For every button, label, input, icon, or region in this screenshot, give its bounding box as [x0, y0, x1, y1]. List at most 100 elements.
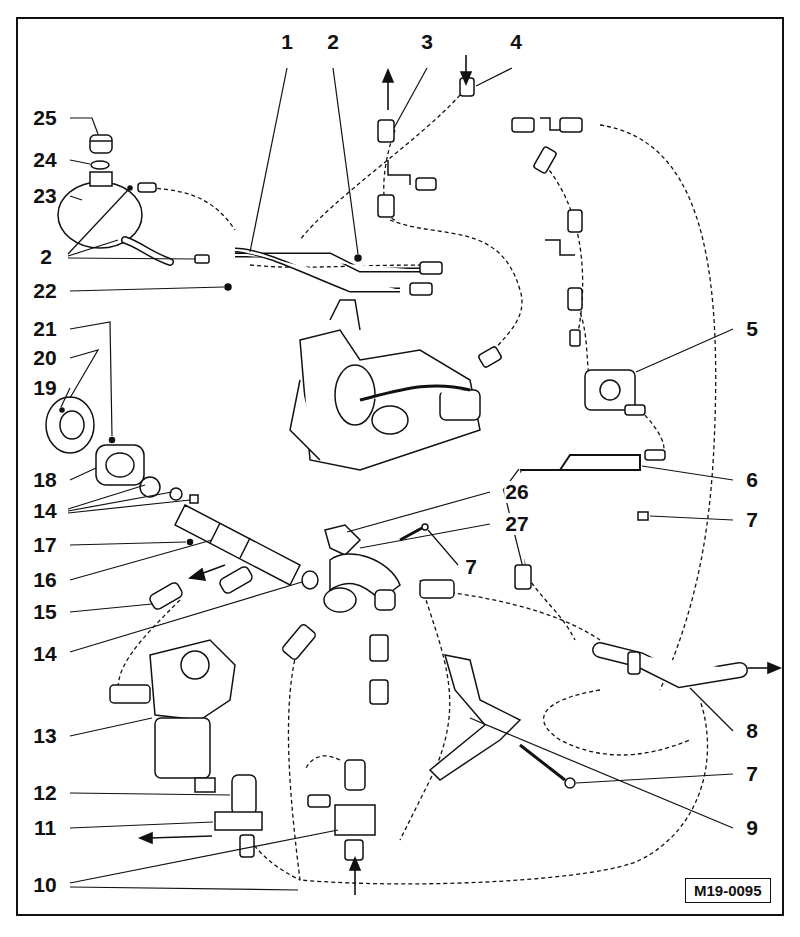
illustration-line [520, 745, 565, 780]
callout-number: 18 [32, 469, 57, 491]
illustration-rect [568, 210, 582, 232]
illustration-line [748, 667, 770, 669]
illustration-path [250, 265, 430, 267]
illustration-rect [155, 718, 210, 778]
illustration-path [544, 690, 690, 755]
illustration-path [394, 68, 427, 128]
illustration-path [360, 386, 470, 400]
illustration-circle [188, 540, 193, 545]
callout-number: 11 [33, 817, 57, 839]
illustration-path [61, 388, 70, 407]
illustration-ellipse [302, 571, 318, 589]
illustration-path [68, 258, 196, 259]
illustration-path [545, 240, 575, 255]
illustration-path [70, 718, 152, 736]
illustration-rect [570, 330, 580, 346]
illustration-rect [90, 172, 112, 186]
illustration-line [240, 538, 250, 558]
callout-number: 10 [32, 874, 57, 896]
illustration-path [642, 466, 733, 480]
illustration-path [70, 540, 212, 580]
illustration-line [354, 868, 356, 895]
illustration-path [190, 569, 205, 580]
callout-number: 7 [464, 556, 478, 578]
illustration-path [70, 196, 82, 200]
illustration-path [150, 640, 235, 720]
illustration-circle [128, 186, 132, 190]
illustration-rect [420, 262, 442, 274]
illustration-rect [533, 146, 557, 174]
leader-lines [61, 68, 733, 890]
illustration-rect [585, 370, 635, 410]
illustration-path [335, 805, 375, 835]
illustration-rect [370, 635, 388, 661]
illustration-path [250, 68, 287, 252]
illustration-path [305, 756, 340, 770]
illustration-path [70, 604, 152, 612]
callout-number: 9 [745, 817, 759, 839]
illustration-path [70, 822, 213, 828]
illustration-ellipse [106, 453, 134, 477]
callout-number: 5 [745, 318, 759, 340]
callout-number: 12 [32, 782, 57, 804]
illustration-path [70, 830, 338, 883]
illustration-rect [410, 283, 432, 295]
diagram-frame [17, 18, 783, 915]
illustration-path [636, 329, 733, 372]
illustration-rect [281, 623, 317, 661]
illustration-path [388, 160, 410, 185]
callout-number: 16 [32, 569, 57, 591]
illustration-path [215, 812, 262, 830]
callout-number: 25 [32, 107, 57, 129]
illustration-path [768, 663, 780, 673]
callout-number: 6 [745, 469, 759, 491]
illustration-line [150, 836, 212, 838]
callout-number: 20 [32, 347, 57, 369]
illustration-path [150, 188, 235, 230]
illustration-path [390, 220, 522, 355]
callout-number: 15 [32, 601, 57, 623]
illustration-path [476, 68, 512, 86]
illustration-rect [148, 581, 184, 611]
illustration-path [70, 542, 186, 545]
illustration-path [576, 774, 733, 783]
illustration-circle [355, 255, 361, 261]
illustration-path [70, 468, 96, 480]
callout-number: 8 [745, 720, 759, 742]
illustration-path [540, 118, 560, 130]
callout-number: 7 [745, 509, 759, 531]
illustration-path [70, 322, 112, 436]
illustration-circle [225, 284, 231, 290]
illustration-rect [195, 778, 215, 792]
illustration-circle [565, 778, 575, 788]
illustration-path [650, 516, 733, 520]
illustration-path [600, 650, 740, 680]
illustration-rect [240, 835, 254, 857]
illustration-rect [515, 565, 531, 589]
illustration-path [68, 190, 128, 254]
parts [46, 78, 740, 860]
illustration-circle [60, 408, 64, 412]
illustration-ellipse [170, 488, 182, 500]
illustration-path [360, 524, 490, 548]
illustration-path [347, 492, 490, 532]
illustration-path [300, 330, 480, 470]
illustration-rect [568, 288, 582, 310]
callout-number: 17 [32, 534, 57, 556]
callout-number: 27 [504, 513, 529, 535]
callout-number: 21 [32, 318, 57, 340]
illustration-rect [190, 495, 198, 503]
illustration-path [333, 68, 358, 254]
illustration-path [330, 300, 360, 330]
illustration-ellipse [46, 397, 94, 453]
illustration-path [68, 500, 190, 513]
illustration-path [600, 650, 740, 680]
illustration-rect [440, 390, 480, 420]
illustration-circle [600, 380, 620, 400]
figure-id: M19-0095 [694, 882, 770, 899]
illustration-line [387, 80, 389, 110]
illustration-rect [378, 195, 394, 217]
illustration-rect [420, 580, 454, 598]
callout-number: 19 [32, 377, 57, 399]
